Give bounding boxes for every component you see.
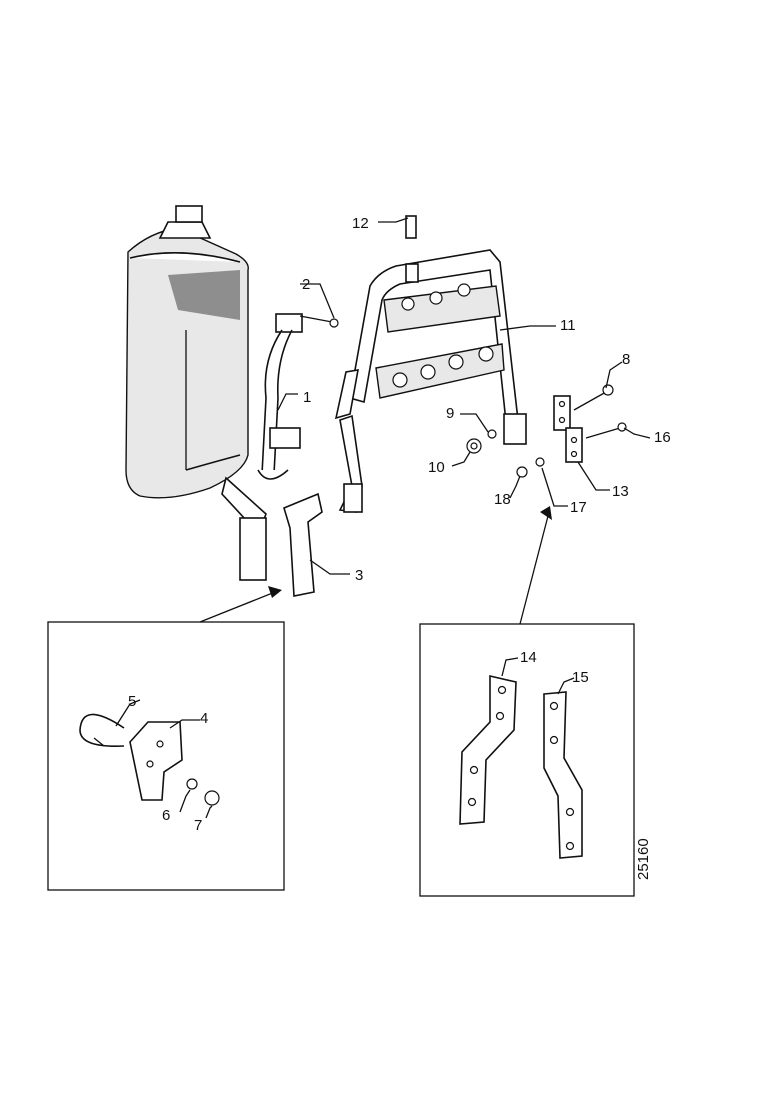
- washer-17: [535, 457, 545, 467]
- drawing-reference-number: 25160: [635, 838, 652, 880]
- bolt-8: [573, 384, 614, 411]
- callout-labels: 1 2 3 4 5 6 7 8 9 10 11 12 13 14 15 16 1…: [128, 215, 671, 834]
- callout-14: 14: [520, 649, 537, 666]
- clamp-plates: [553, 395, 583, 463]
- bolt-16: [585, 422, 627, 439]
- callout-9: 9: [446, 405, 454, 422]
- callout-5: 5: [128, 693, 136, 710]
- u-bolt: [79, 713, 125, 747]
- bracket-14: [459, 674, 517, 825]
- callout-2: 2: [302, 276, 310, 293]
- callout-17: 17: [570, 499, 587, 516]
- callout-13: 13: [612, 483, 629, 500]
- callout-6: 6: [162, 807, 170, 824]
- u-frame: [334, 249, 527, 513]
- mounting-bracket-4: [129, 721, 183, 801]
- hanger-strap: [257, 313, 303, 480]
- leader-lines: [115, 217, 651, 819]
- inset-box-right: [419, 506, 635, 897]
- nut-7: [204, 790, 220, 806]
- stud-pin: [405, 215, 419, 283]
- muffler: [125, 205, 249, 499]
- callout-7: 7: [194, 817, 202, 834]
- washer-6: [186, 778, 198, 790]
- washer-10: [466, 438, 482, 454]
- callout-8: 8: [622, 351, 630, 368]
- callout-15: 15: [572, 669, 589, 686]
- bolt: [299, 315, 339, 328]
- nut-18: [516, 466, 528, 478]
- support-bracket: [283, 492, 323, 597]
- callout-3: 3: [355, 567, 363, 584]
- callout-16: 16: [654, 429, 671, 446]
- muffler-outlet-pipe: [221, 476, 267, 581]
- callout-1: 1: [303, 389, 311, 406]
- callout-18: 18: [494, 491, 511, 508]
- nut-9: [487, 429, 497, 439]
- callout-10: 10: [428, 459, 445, 476]
- callout-12: 12: [352, 215, 369, 232]
- inset-box-left: [47, 586, 285, 891]
- callout-4: 4: [200, 710, 208, 727]
- callout-11: 11: [560, 317, 576, 334]
- bracket-15: [543, 691, 583, 859]
